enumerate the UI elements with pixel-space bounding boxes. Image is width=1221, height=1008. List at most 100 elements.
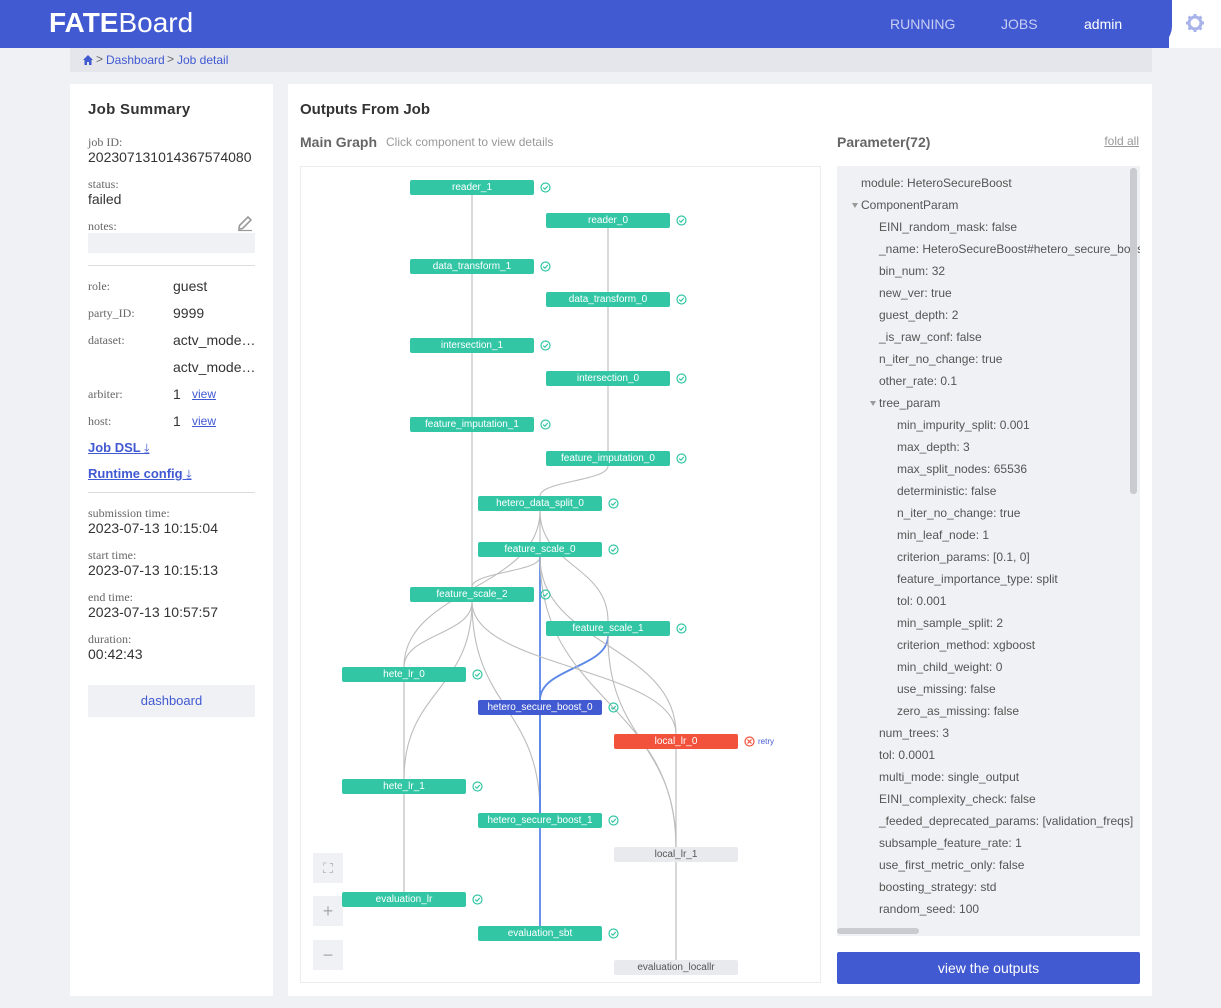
fold-all-link[interactable]: fold all [1104,134,1139,148]
parameter-row: _is_raw_conf: false [879,330,982,344]
dag-node-evaluation-lr[interactable]: evaluation_lr [342,892,466,907]
dag-edge [539,510,609,622]
main-graph-title: Main Graph [300,134,378,150]
end-time-label: end time: [88,590,133,604]
parameter-text: _is_raw_conf: false [879,330,982,344]
parameter-row: tol: 0.0001 [879,748,935,762]
parameter-row: min_sample_split: 2 [897,616,1003,630]
dag-node-hetero-secure-boost-1[interactable]: hetero_secure_boost_1 [478,813,602,828]
parameter-text: use_missing: false [897,682,996,696]
caret-down-icon[interactable] [852,203,858,209]
parameter-text: module: HeteroSecureBoost [861,176,1012,190]
parameter-group[interactable]: ComponentParam [852,198,958,212]
dag-node-feature-scale-0[interactable]: feature_scale_0 [478,542,602,557]
dag-node-feature-imputation-0[interactable]: feature_imputation_0 [546,451,670,466]
arbiter-label: arbiter: [88,387,123,401]
job-summary-title: Job Summary [88,101,191,118]
caret-down-icon[interactable] [870,401,876,407]
job-summary-panel: Job Summary job ID: 20230713101436757408… [70,84,273,996]
divider [88,265,255,266]
notes-field[interactable] [88,233,255,253]
dag-node-reader-1[interactable]: reader_1 [410,180,534,195]
dag-node-local-lr-1[interactable]: local_lr_1 [614,847,738,862]
dataset-value-1: actv_model_guest [173,332,258,348]
parameter-row: use_first_metric_only: false [879,858,1024,872]
parameter-text: min_child_weight: 0 [897,660,1003,674]
success-check-icon [676,294,687,305]
breadcrumb-dashboard[interactable]: Dashboard [106,53,165,67]
dag-node-feature-scale-2[interactable]: feature_scale_2 [410,587,534,602]
party-id-value: 9999 [173,305,205,321]
parameter-row: EINI_complexity_check: false [879,792,1036,806]
dag-node-evaluation-sbt[interactable]: evaluation_sbt [478,926,602,941]
dag-node-data-transform-0[interactable]: data_transform_0 [546,292,670,307]
host-view-link[interactable]: view [192,414,217,428]
dag-node-hetero-data-split-0[interactable]: hetero_data_split_0 [478,496,602,511]
role-label: role: [88,279,110,293]
error-icon [744,736,755,747]
parameter-text: min_sample_split: 2 [897,616,1004,630]
dag-node-hetero-secure-boost-0[interactable]: hetero_secure_boost_0 [478,700,602,715]
runtime-config-link[interactable]: Runtime config ⤓ [88,466,192,481]
app-logo[interactable]: FATEBoard [49,7,194,38]
parameter-tree[interactable]: random_seed: 100 boosting_strategy: std us… [837,166,1140,936]
start-time-value: 2023-07-13 10:15:13 [88,562,218,578]
dag-node-evaluation-locallr[interactable]: evaluation_locallr [614,960,738,975]
parameter-row: multi_mode: single_output [879,770,1019,784]
view-outputs-button[interactable]: view the outputs [837,952,1140,984]
dag-node-hete-lr-0[interactable]: hete_lr_0 [342,667,466,682]
parameter-title: Parameter(72) [837,134,931,150]
zoom-out-button[interactable]: − [313,940,343,970]
zoom-in-button[interactable]: + [313,896,343,926]
dataset-value-2: actv_model_guest_test [173,359,258,375]
success-check-icon [472,894,483,905]
parameter-text: bin_num: 32 [879,264,946,278]
notes-label: notes: [88,219,117,233]
dag-node-intersection-1[interactable]: intersection_1 [410,338,534,353]
home-icon[interactable] [82,54,94,66]
dag-node-feature-imputation-1[interactable]: feature_imputation_1 [410,417,534,432]
parameter-row: n_iter_no_change: true [879,352,1002,366]
download-icon: ⤓ [186,467,192,481]
parameter-row: use_missing: false [897,682,996,696]
dag-node-reader-0[interactable]: reader_0 [546,213,670,228]
parameter-text: random_seed: 100 [879,902,980,916]
dag-node-feature-scale-1[interactable]: feature_scale_1 [546,621,670,636]
retry-link[interactable]: retry [758,737,774,746]
dag-node-intersection-0[interactable]: intersection_0 [546,371,670,386]
dag-node-data-transform-1[interactable]: data_transform_1 [410,259,534,274]
dag-node-hete-lr-1[interactable]: hete_lr_1 [342,779,466,794]
gear-icon[interactable] [1185,13,1205,33]
duration-label: duration: [88,632,132,646]
success-check-icon [540,261,551,272]
parameter-text: zero_as_missing: false [897,704,1020,718]
parameter-row: num_trees: 3 [879,726,949,740]
success-check-icon [676,453,687,464]
success-check-icon [540,589,551,600]
arbiter-view-link[interactable]: view [192,387,217,401]
job-dsl-link[interactable]: Job DSL ⤓ [88,440,150,455]
nav-running[interactable]: RUNNING [890,16,956,32]
breadcrumb-current: Job detail [177,53,229,67]
user-menu[interactable]: admin [1084,16,1123,32]
outputs-panel: Outputs From Job Main Graph Click compon… [288,84,1152,996]
parameter-text: boosting_strategy: std [879,880,997,894]
parameter-text: tol: 0.001 [897,594,947,608]
vertical-scrollbar[interactable] [1130,168,1137,494]
parameter-text: min_impurity_split: 0.001 [897,418,1030,432]
dashboard-button[interactable]: dashboard [88,685,255,717]
parameter-text: other_rate: 0.1 [879,374,958,388]
edit-icon[interactable] [236,214,254,232]
parameter-group[interactable]: tree_param [870,396,940,410]
parameter-row: EINI_random_mask: false [879,220,1017,234]
nav-jobs[interactable]: JOBS [1001,16,1038,32]
status-value: failed [88,191,122,207]
horizontal-scrollbar[interactable] [837,928,919,934]
fullscreen-button[interactable]: ⛶ [313,853,343,883]
parameter-row: max_split_nodes: 65536 [897,462,1027,476]
success-check-icon [608,815,619,826]
parameter-text: feature_importance_type: split [897,572,1058,586]
dag-node-local-lr-0[interactable]: local_lr_0 [614,734,738,749]
parameter-text: criterion_method: xgboost [897,638,1036,652]
